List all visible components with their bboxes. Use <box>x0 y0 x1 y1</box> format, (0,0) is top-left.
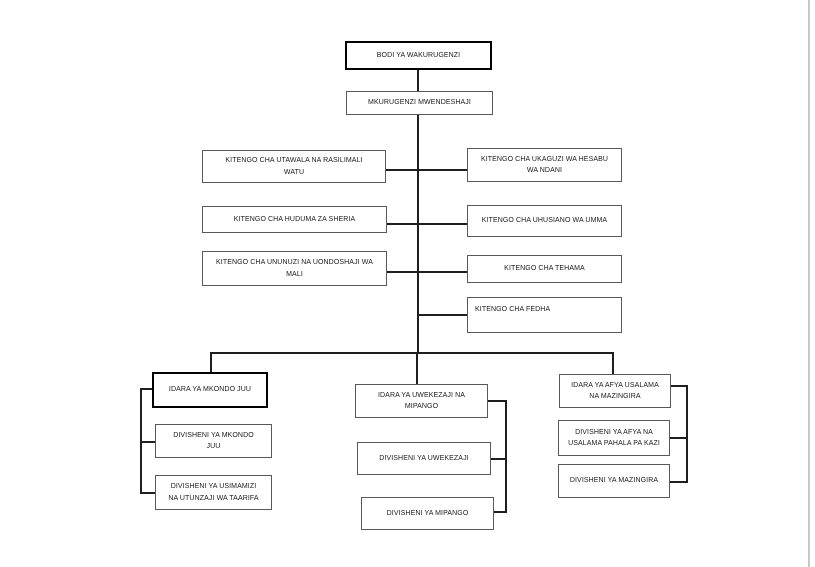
connector-middle-branch-stub-div-mipango <box>494 511 507 513</box>
org-node-kitengo-ununuzi-uondoshaji-mali: KITENGO CHA UNUNUZI NA UONDOSHAJI WA MAL… <box>202 251 387 286</box>
org-node-divisheni-afya-usalama-kazi: DIVISHENI YA AFYA NA USALAMA PAHALA PA K… <box>558 420 670 456</box>
connector-middle-branch-vertical <box>505 400 507 513</box>
connector-drop-idara-mkondo <box>210 352 212 372</box>
org-node-mkurugenzi-mwendeshaji: MKURUGENZI MWENDESHAJI <box>346 91 493 115</box>
connector-drop-idara-afya <box>612 352 614 374</box>
org-node-kitengo-fedha: KITENGO CHA FEDHA <box>467 297 622 333</box>
connector-stub-sheria <box>387 223 419 225</box>
org-node-kitengo-uhusiano-umma: KITENGO CHA UHUSIANO WA UMMA <box>467 205 622 237</box>
connector-left-branch-stub-div-mkondo <box>140 441 155 443</box>
connector-stub-ukaguzi <box>418 169 467 171</box>
connector-main-trunk <box>417 114 419 354</box>
org-node-divisheni-usimamizi-taarifa: DIVISHENI YA USIMAMIZI NA UTUNZAJI WA TA… <box>155 475 272 510</box>
connector-left-branch-stub-idara <box>140 388 153 390</box>
org-node-bodi-ya-wakurugenzi: BODI YA WAKURUGENZI <box>345 41 492 70</box>
org-node-idara-afya-usalama-mazingira: IDARA YA AFYA USALAMA NA MAZINGIRA <box>559 374 671 408</box>
org-node-kitengo-huduma-za-sheria: KITENGO CHA HUDUMA ZA SHERIA <box>202 206 387 233</box>
connector-stub-uhusiano <box>418 223 467 225</box>
org-node-kitengo-utawala-rasilimali-watu: KITENGO CHA UTAWALA NA RASILIMALI WATU <box>202 150 386 183</box>
org-node-idara-uwekezaji-mipango: IDARA YA UWEKEZAJI NA MIPANGO <box>355 384 488 418</box>
org-node-divisheni-uwekezaji: DIVISHENI YA UWEKEZAJI <box>357 442 491 475</box>
org-node-idara-mkondo-juu: IDARA YA MKONDO JUU <box>152 372 268 408</box>
connector-right-branch-stub-idara <box>671 385 688 387</box>
connector-stub-fedha <box>419 314 467 316</box>
connector-drop-idara-uwekezaji <box>416 352 418 384</box>
page-edge-line <box>808 0 810 567</box>
org-node-divisheni-mipango: DIVISHENI YA MIPANGO <box>361 497 494 530</box>
connector-bottom-rail <box>210 352 614 354</box>
connector-bodi-to-mkurugenzi <box>417 70 419 91</box>
connector-stub-utawala <box>386 169 419 171</box>
connector-stub-tehama <box>418 271 467 273</box>
org-node-divisheni-mazingira: DIVISHENI YA MAZINGIRA <box>558 464 670 498</box>
connector-middle-branch-stub-idara <box>488 400 507 402</box>
connector-stub-ununuzi <box>387 271 419 273</box>
connector-right-branch-stub-div-mazingira <box>670 481 688 483</box>
connector-left-branch-stub-div-usimamizi <box>140 492 156 494</box>
connector-right-branch-stub-div-afya <box>670 437 688 439</box>
org-node-kitengo-tehama: KITENGO CHA TEHAMA <box>467 255 622 283</box>
org-node-divisheni-mkondo-juu: DIVISHENI YA MKONDO JUU <box>155 424 272 458</box>
connector-middle-branch-stub-div-uwekezaji <box>491 458 507 460</box>
org-node-kitengo-ukaguzi-hesabu-ndani: KITENGO CHA UKAGUZI WA HESABU WA NDANI <box>467 148 622 182</box>
connector-right-branch-vertical <box>686 385 688 483</box>
